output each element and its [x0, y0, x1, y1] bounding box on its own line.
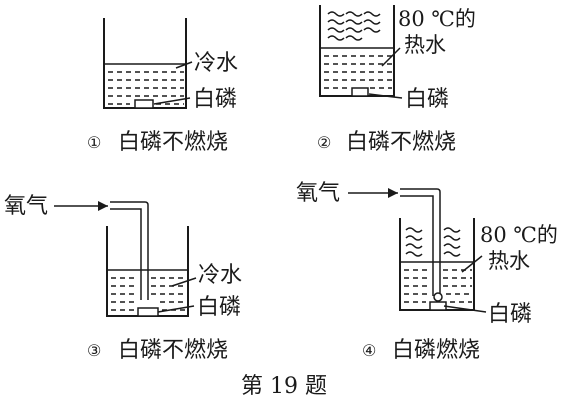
panel-caption: 白磷不燃烧 [346, 130, 456, 155]
water-level [107, 269, 188, 311]
panel-caption: 白磷不燃烧 [118, 130, 228, 155]
steam-icon [327, 11, 381, 41]
leader-water [171, 277, 197, 287]
label-gas: 氧气 [4, 194, 48, 219]
label-phosphorus: 白磷 [488, 302, 532, 327]
panel-number: ① [87, 133, 101, 152]
beaker-icon [319, 5, 395, 97]
water-level [320, 47, 394, 89]
panel-number: ② [317, 133, 331, 152]
panel-number: ③ [87, 341, 101, 360]
phosphorus-block-icon [351, 87, 369, 97]
arrow-icon [348, 188, 398, 198]
leader-phosphorus [443, 305, 487, 313]
phosphorus-block-icon [134, 99, 154, 109]
label-temp: 80 ℃的 [398, 7, 476, 31]
panel-1: 冷水 白磷 ① 白磷不燃烧 [87, 18, 238, 155]
label-phosphorus: 白磷 [405, 87, 449, 112]
water-level [400, 261, 474, 303]
label-water: 热水 [488, 249, 530, 273]
leader-temp [461, 255, 483, 273]
question-title: 第 19 题 [241, 374, 327, 399]
label-temp: 80 ℃的 [480, 223, 558, 247]
label-water: 热水 [404, 33, 446, 57]
leader-phosphorus [153, 97, 191, 105]
beaker-icon [103, 18, 187, 109]
panel-3: 氧气 冷水 白磷 ③ 白磷不燃烧 [4, 194, 242, 363]
steam-icon [405, 227, 461, 257]
label-phosphorus: 白磷 [193, 87, 237, 112]
label-gas: 氧气 [296, 181, 340, 206]
label-water: 冷水 [198, 263, 242, 288]
leader-phosphorus [368, 93, 403, 99]
tube-icon [400, 188, 441, 296]
leader-phosphorus [157, 305, 195, 313]
water-level [104, 63, 186, 105]
leader-water [175, 61, 193, 69]
leader-temp [381, 47, 401, 67]
phosphorus-block-icon [137, 307, 159, 317]
arrow-icon [54, 201, 108, 211]
panel-caption: 白磷不燃烧 [118, 338, 228, 363]
label-water: 冷水 [194, 51, 238, 76]
panel-2: 80 ℃的 热水 白磷 ② 白磷不燃烧 [317, 5, 476, 155]
label-phosphorus: 白磷 [197, 295, 241, 320]
panel-caption: 白磷燃烧 [392, 338, 480, 363]
panel-4: 氧气 [296, 181, 558, 363]
panel-number: ④ [362, 341, 376, 360]
